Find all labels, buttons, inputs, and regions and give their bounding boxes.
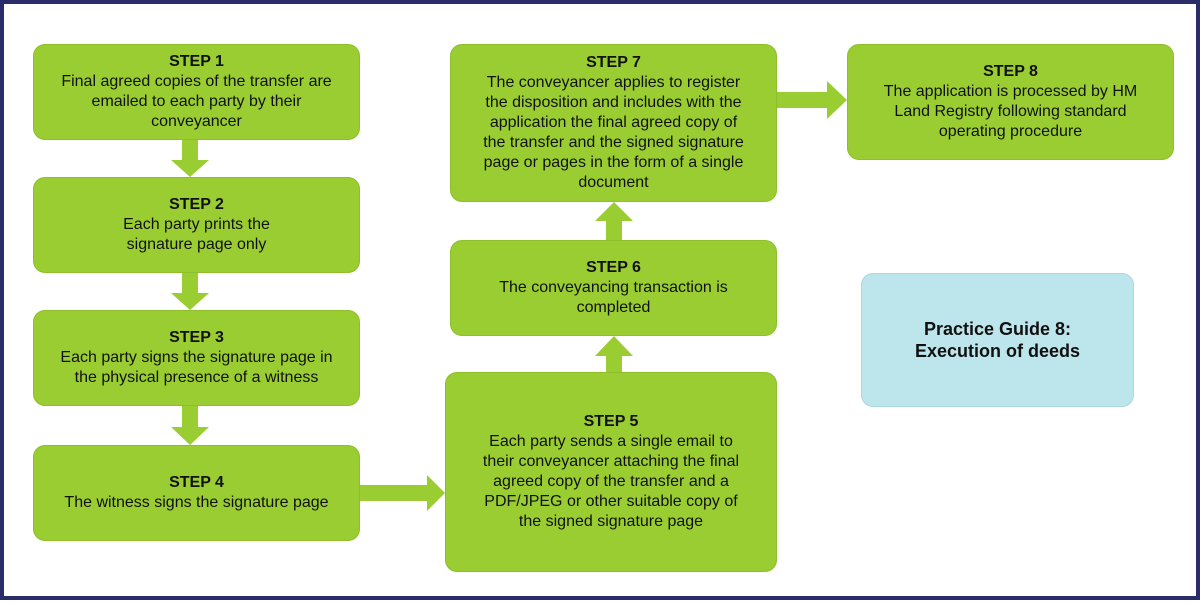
step-1-line-3: conveyancer — [151, 113, 242, 130]
step-2-line-1: Each party prints the — [123, 216, 270, 233]
step-5-title: STEP 5 — [583, 413, 639, 430]
practice-guide-box: Practice Guide 8: Execution of deeds — [861, 273, 1134, 407]
arrow-step4-to-step5 — [360, 475, 445, 511]
step-6-box: STEP 6 The conveyancing transaction is c… — [450, 240, 777, 336]
step-1-title: STEP 1 — [169, 53, 224, 70]
step-7-line-4: the transfer and the signed signature — [483, 134, 744, 151]
arrow-step1-to-step2 — [171, 140, 209, 177]
step-7-title: STEP 7 — [586, 54, 641, 71]
step-3-title: STEP 3 — [169, 329, 224, 346]
step-3-line-2: the physical presence of a witness — [74, 369, 319, 386]
step-7-line-3: application the final agreed copy of — [489, 114, 738, 131]
step-1-line-1: Final agreed copies of the transfer are — [61, 73, 332, 90]
step-7-line-1: The conveyancer applies to register — [486, 74, 741, 91]
arrow-step6-to-step7 — [595, 202, 633, 240]
step-8-line-1: The application is processed by HM — [883, 83, 1138, 100]
step-1-line-2: emailed to each party by their — [91, 93, 302, 110]
step-7-line-2: the disposition and includes with the — [485, 94, 742, 111]
step-7-line-6: document — [578, 174, 649, 191]
flow-arrows — [171, 81, 847, 511]
step-5-line-2: their conveyancer attaching the final — [482, 453, 740, 470]
practice-guide-line-1: Practice Guide 8: — [923, 319, 1072, 339]
step-4-line-1: The witness signs the signature page — [64, 494, 329, 511]
step-7-line-5: page or pages in the form of a single — [483, 154, 744, 171]
step-8-line-2: Land Registry following standard — [894, 103, 1127, 120]
step-1-box: STEP 1 Final agreed copies of the transf… — [33, 44, 360, 140]
arrow-step3-to-step4 — [171, 406, 209, 445]
step-5-line-1: Each party sends a single email to — [489, 433, 733, 450]
step-7-box: STEP 7 The conveyancer applies to regist… — [450, 44, 777, 202]
step-6-line-1: The conveyancing transaction is — [499, 279, 728, 296]
practice-guide-line-2: Execution of deeds — [914, 341, 1081, 361]
step-4-box: STEP 4 The witness signs the signature p… — [33, 445, 360, 541]
arrow-step7-to-step8 — [777, 81, 847, 119]
step-8-box: STEP 8 The application is processed by H… — [847, 44, 1174, 160]
step-6-title: STEP 6 — [586, 259, 641, 276]
step-5-line-5: the signed signature page — [518, 513, 704, 530]
step-5-box: STEP 5 Each party sends a single email t… — [445, 372, 777, 572]
step-5-line-4: PDF/JPEG or other suitable copy of — [484, 493, 738, 510]
step-2-title: STEP 2 — [169, 196, 224, 213]
arrow-step5-to-step6 — [595, 336, 633, 372]
step-5-line-3: agreed copy of the transfer and a — [493, 473, 729, 490]
step-8-title: STEP 8 — [983, 63, 1038, 80]
step-4-title: STEP 4 — [169, 474, 224, 491]
step-3-box: STEP 3 Each party signs the signature pa… — [33, 310, 360, 406]
step-2-box: STEP 2 Each party prints the signature p… — [33, 177, 360, 273]
step-6-line-2: completed — [576, 299, 651, 316]
step-3-line-1: Each party signs the signature page in — [60, 349, 333, 366]
step-8-line-3: operating procedure — [938, 123, 1083, 140]
step-2-line-2: signature page only — [126, 236, 267, 253]
arrow-step2-to-step3 — [171, 273, 209, 310]
